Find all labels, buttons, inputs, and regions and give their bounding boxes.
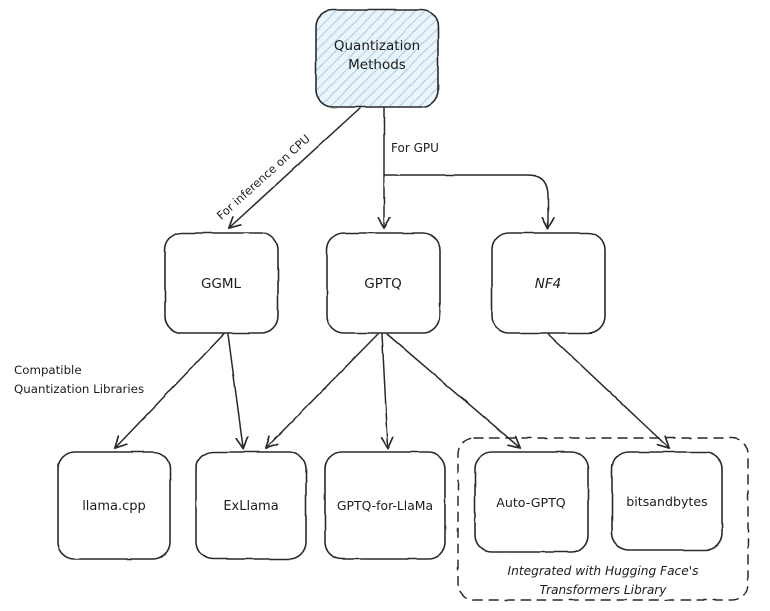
annotation-compatible-libraries-line1: Compatible [14,363,82,377]
node-nf4-label: NF4 [535,276,561,292]
node-bitsandbytes-shape [611,451,723,551]
edge-root-to-nf4 [383,174,548,227]
node-ggml[interactable]: GGML [164,232,279,334]
node-llama-cpp[interactable]: llama.cpp [57,451,171,560]
edge-nf4-to-bitsandbytes [547,333,668,447]
node-gptq-for-llama[interactable]: GPTQ-for-LlaMa [324,451,446,560]
node-gptq-shape [326,232,441,334]
node-llama-cpp-shape [57,451,171,560]
edge-gptq-to-exllama [267,333,379,447]
huggingface-group-label-line2: Transformers Library [539,583,667,597]
edge-ggml-to-llama-cpp [116,333,225,447]
node-auto-gptq-label: Auto-GPTQ [496,495,566,510]
edge-gptq-to-auto-gptq [386,333,519,447]
edge-root-to-ggml [230,107,361,227]
node-ggml-label: GGML [201,276,242,292]
edge-gptq-to-gptq-for-llama [382,333,388,447]
node-auto-gptq[interactable]: Auto-GPTQ [474,451,589,553]
node-exllama[interactable]: ExLlama [195,451,307,560]
node-gptq[interactable]: GPTQ [326,232,441,334]
node-auto-gptq-shape [474,451,589,553]
node-quantization-methods-shape [315,9,439,108]
edge-label-for-inference-on-cpu: For inference on CPU [214,132,313,223]
node-gptq-for-llama-label: GPTQ-for-LlaMa [337,498,433,513]
huggingface-group-label-line1: Integrated with Hugging Face's [508,564,700,578]
node-exllama-shape [195,451,307,560]
annotation-compatible-libraries-line2: Quantization Libraries [14,382,144,396]
node-ggml-shape [164,232,279,334]
node-exllama-label: ExLlama [223,499,278,514]
node-bitsandbytes-label: bitsandbytes [626,494,707,509]
node-gptq-label: GPTQ [364,276,401,292]
node-quantization-methods-label-line2: Methods [348,57,406,73]
node-bitsandbytes[interactable]: bitsandbytes [611,451,723,551]
node-llama-cpp-label: llama.cpp [82,499,146,514]
node-gptq-for-llama-shape [324,451,446,560]
edge-label-for-gpu: For GPU [391,141,439,155]
node-nf4[interactable]: NF4 [491,232,606,334]
node-quantization-methods[interactable]: Quantization Methods [315,9,439,108]
edge-ggml-to-exllama [227,333,243,447]
node-quantization-methods-label-line1: Quantization [334,38,420,54]
node-nf4-shape [491,232,606,334]
huggingface-group-box [457,437,749,601]
